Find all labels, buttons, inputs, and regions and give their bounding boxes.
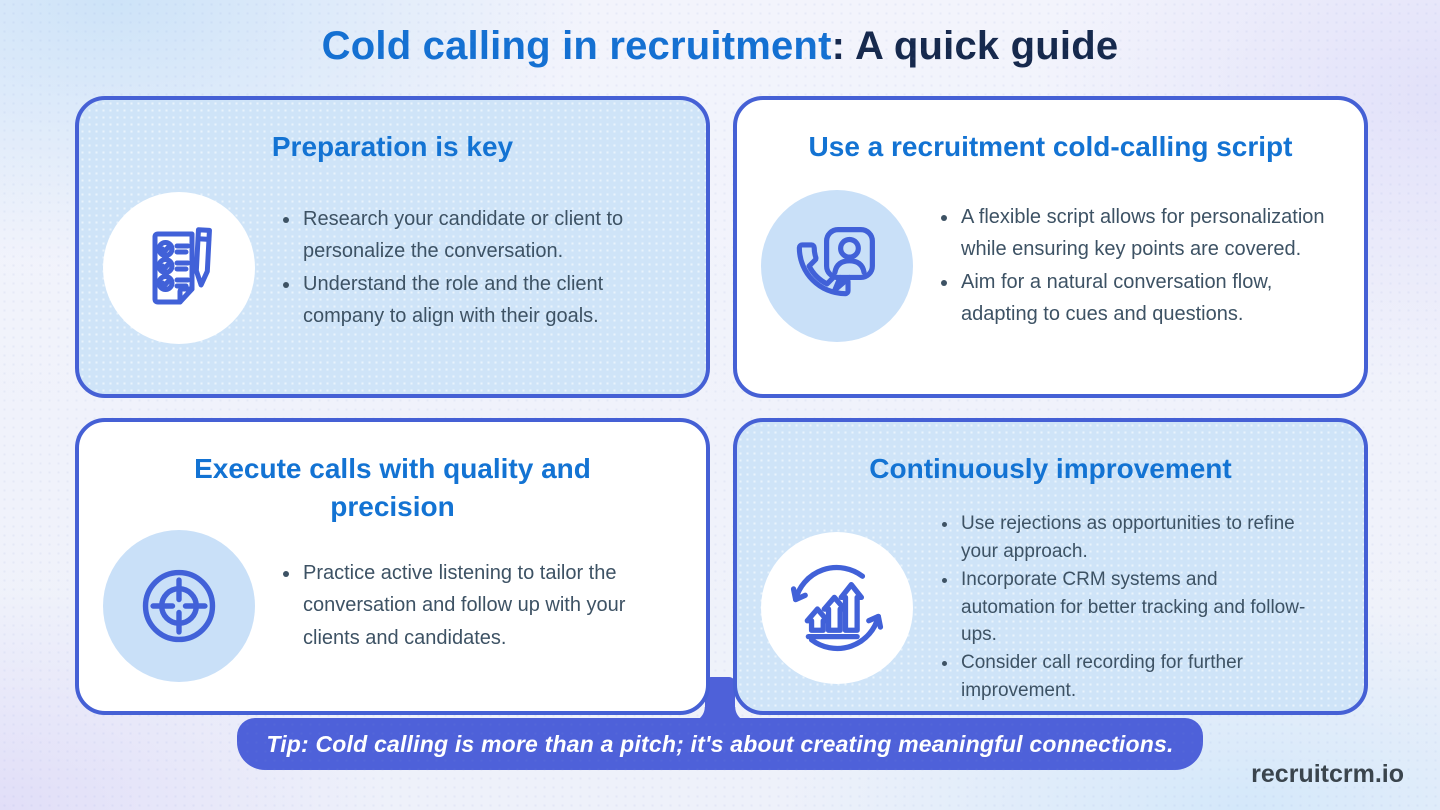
card-improve-title: Continuously improvement: [869, 453, 1232, 484]
icon-circle: [103, 191, 255, 344]
card-execute-title: Execute calls with quality and precision: [194, 453, 591, 522]
bullet-item: Incorporate CRM systems and automation f…: [959, 566, 1309, 650]
card-script-title: Use a recruitment cold-calling script: [808, 131, 1293, 162]
card-preparation-body: Research your candidate or client to per…: [89, 191, 696, 344]
bullet-item: Use rejections as opportunities to refin…: [959, 510, 1309, 566]
card-improve-body: Use rejections as opportunities to refin…: [747, 510, 1354, 705]
brand-logo: recruitcrm.io: [1251, 760, 1404, 788]
card-improve: Continuously improvement Use rejections …: [733, 418, 1368, 715]
card-preparation: Preparation is key Re: [75, 96, 710, 398]
icon-circle: [761, 531, 913, 684]
target-icon: [142, 569, 216, 642]
card-script-bullets: A flexible script allows for personaliza…: [933, 201, 1332, 331]
phone-chat-icon: [796, 226, 875, 297]
card-preparation-bullets: Research your candidate or client to per…: [275, 203, 674, 333]
card-execute-bullets: Practice active listening to tailor the …: [275, 557, 653, 654]
card-execute-body: Practice active listening to tailor the …: [89, 529, 696, 682]
card-preparation-title: Preparation is key: [271, 131, 514, 162]
tip-text: Tip: Cold calling is more than a pitch; …: [266, 730, 1174, 757]
bullet-item: A flexible script allows for personaliza…: [959, 201, 1332, 266]
icon-circle: [103, 529, 255, 682]
growth-cycle-icon: [790, 564, 884, 651]
bullet-item: Practice active listening to tailor the …: [301, 557, 653, 654]
page-title-primary: Cold calling in recruitment: [321, 24, 832, 68]
card-script-body: A flexible script allows for personaliza…: [747, 189, 1354, 342]
bullet-item: Understand the role and the client compa…: [301, 268, 674, 333]
checklist-pen-icon: [152, 227, 212, 305]
page-title: Cold calling in recruitment: A quick gui…: [0, 24, 1440, 69]
card-execute: Execute calls with quality and precision…: [75, 418, 710, 715]
page-title-secondary: : A quick guide: [831, 24, 1119, 68]
connector-flare-right: [735, 707, 750, 722]
banner-connector-tab: [690, 677, 750, 722]
tip-banner: Tip: Cold calling is more than a pitch; …: [237, 718, 1203, 770]
card-script: Use a recruitment cold-calling script A …: [733, 96, 1368, 398]
card-improve-bullets: Use rejections as opportunities to refin…: [933, 510, 1309, 705]
bullet-item: Research your candidate or client to per…: [301, 203, 674, 268]
bullet-item: Consider call recording for further impr…: [959, 649, 1309, 705]
icon-circle: [761, 189, 913, 342]
bullet-item: Aim for a natural conversation flow, ada…: [959, 266, 1332, 331]
